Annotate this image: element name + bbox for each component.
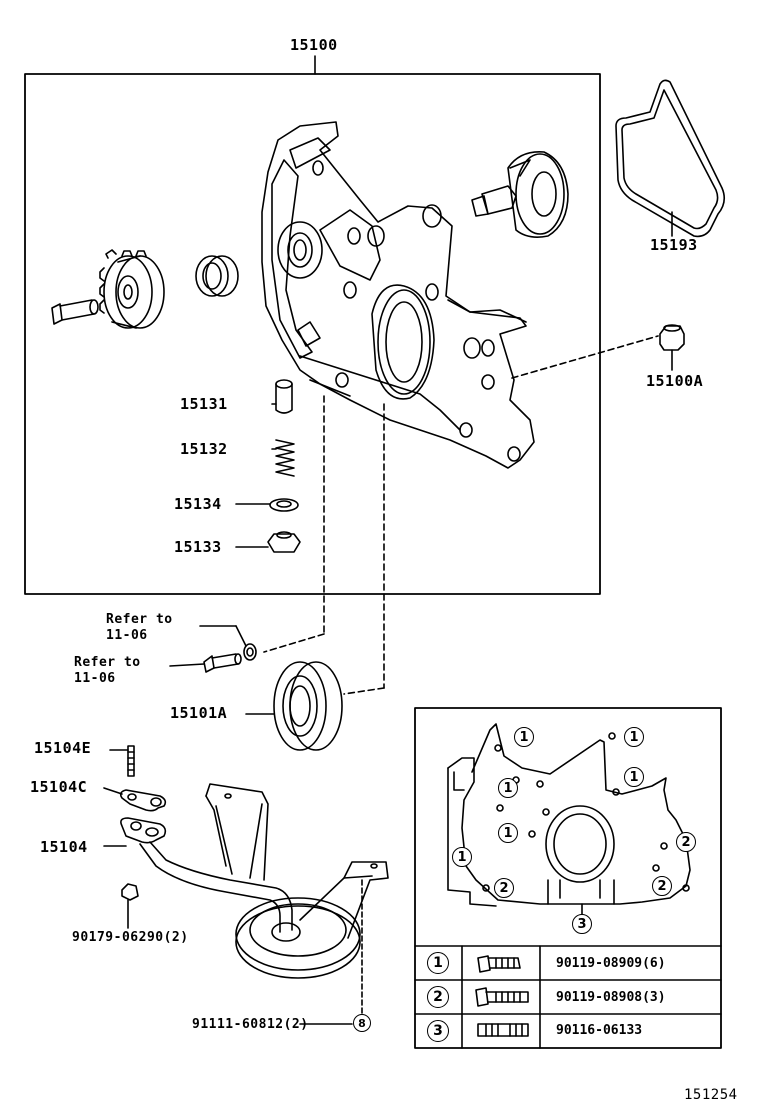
inset-callout-1b: 1 [624,727,644,747]
table-part-2: 90119-08908(3) [556,990,666,1005]
label-assembly: 15100 [290,36,338,54]
oil-pump-rotor [471,151,569,238]
drive-gear [99,249,165,329]
label-oil-seal: 15101A [170,704,228,722]
oil-seal-part [273,661,343,751]
refer-1-line-1: Refer to [106,612,173,627]
label-nut: 90179-06290(2) [72,930,189,945]
table-part-3: 90116-06133 [556,1023,643,1038]
table-stud-3 [477,1023,529,1037]
inset-callout-1e: 1 [498,823,518,843]
inset-callout-1c: 1 [624,767,644,787]
label-relief-valve: 15131 [180,395,228,413]
table-key-1: 1 [427,952,449,974]
table-part-1: 90119-08909(6) [556,956,666,971]
label-refer-1: Refer to 11-06 [106,612,173,644]
inset-callout-1d: 1 [498,778,518,798]
label-relief-plug: 15100A [646,372,704,390]
oil-pump-body [261,121,535,469]
oil-strainer-part [120,783,389,979]
inset-callout-3: 3 [572,914,592,934]
label-plug: 15133 [174,538,222,556]
inset-callout-1f: 1 [452,847,472,867]
inset-callout-2b: 2 [494,878,514,898]
inset-frame [414,707,722,1049]
figure-id: 151254 [684,1087,738,1103]
ref-bolt [203,653,242,673]
relief-spring [275,439,295,477]
dashed-line-plug [511,335,659,379]
plug [267,531,301,553]
label-stud: 15104E [34,739,92,757]
table-bolt-1 [477,955,521,973]
label-gasket: 15193 [650,236,698,254]
assembly-frame [24,73,601,595]
label-spring: 15132 [180,440,228,458]
table-bolt-2 [475,987,529,1007]
o-ring-gasket [615,79,726,238]
refer-1-line-2: 11-06 [106,628,148,643]
small-gasket [269,498,299,512]
label-refer-2: Refer to 11-06 [74,655,141,687]
table-key-3: 3 [427,1020,449,1042]
gear-bolt [51,299,99,325]
ref-washer [243,643,257,661]
bolt-badge: 8 [353,1014,371,1032]
relief-plug-part [659,324,685,351]
label-gasket-small: 15134 [174,495,222,513]
label-strainer: 15104 [40,838,88,856]
refer-2-line-1: Refer to [74,655,141,670]
inset-callout-1a: 1 [514,727,534,747]
inset-callout-2a: 2 [676,832,696,852]
label-strainer-gasket: 15104C [30,778,88,796]
stud-part [127,745,135,777]
nut-part [121,883,139,901]
label-bolt: 91111-60812(2) [192,1017,309,1032]
inset-callout-2c: 2 [652,876,672,896]
refer-2-line-2: 11-06 [74,671,116,686]
crank-oil-seal [195,255,239,297]
relief-valve [275,379,293,414]
table-key-2: 2 [427,986,449,1008]
strainer-gasket-part [119,789,167,812]
